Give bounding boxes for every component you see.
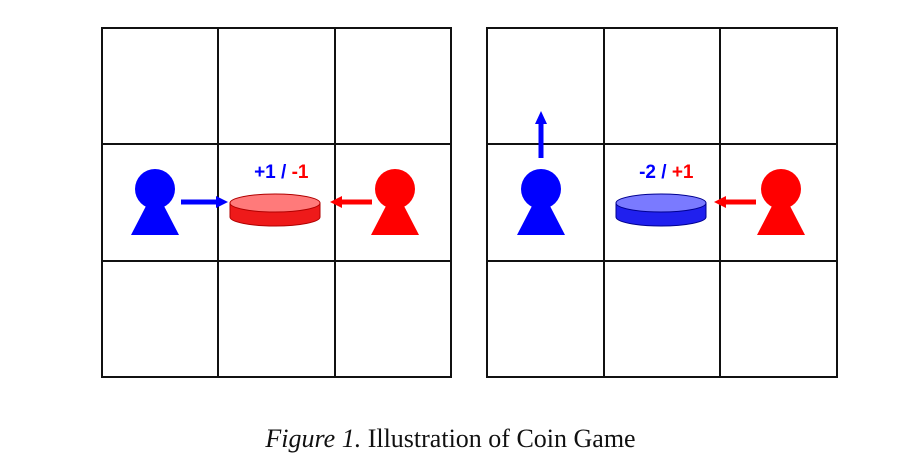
score-label: -2 / +1 [602, 162, 720, 183]
red-agent-icon [371, 169, 419, 235]
score-separator: / [276, 162, 292, 183]
score-right: -1 [292, 162, 309, 183]
right-panel: -2 / +1 [486, 27, 838, 378]
blue-coin-icon [615, 193, 707, 227]
red-arrow-left-icon [330, 196, 372, 208]
score-right: +1 [672, 162, 694, 183]
caption-text: Illustration of Coin Game [361, 424, 636, 453]
score-label: +1 / -1 [217, 162, 335, 183]
score-separator: / [656, 162, 672, 183]
blue-agent-icon [131, 169, 179, 235]
red-agent-icon [757, 169, 805, 235]
red-coin-icon [229, 193, 321, 227]
blue-arrow-up-icon [535, 111, 547, 158]
blue-agent-icon [517, 169, 565, 235]
score-left: -2 [639, 162, 656, 183]
figure-caption: Figure 1. Illustration of Coin Game [0, 424, 901, 454]
blue-arrow-right-icon [181, 196, 228, 208]
grid-3x3 [101, 27, 452, 378]
left-panel: +1 / -1 [101, 27, 452, 378]
score-left: +1 [254, 162, 276, 183]
red-arrow-left-icon [714, 196, 756, 208]
figure-label: Figure 1. [265, 424, 362, 453]
